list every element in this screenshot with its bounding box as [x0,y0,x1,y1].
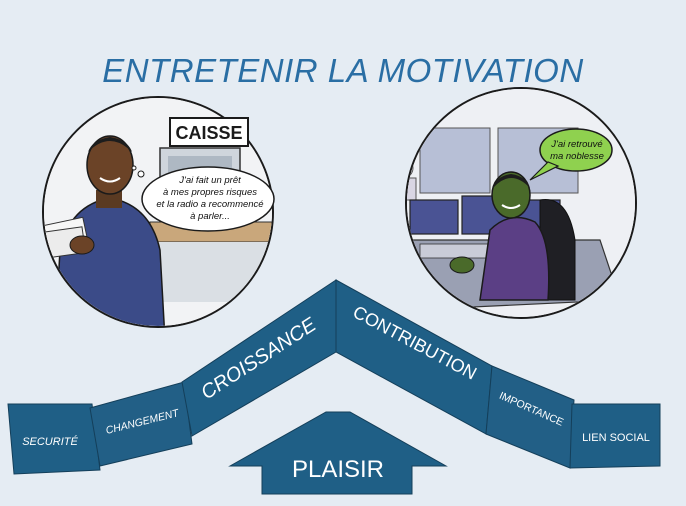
label-securite: SECURITÉ [22,435,78,448]
left-speech-bubble [141,166,275,232]
left-illustration: CAISSE J'ai fait un prêt à mes propres r… [42,96,275,328]
step-lien-social [569,403,661,469]
label-lien-social: LIEN SOCIAL [582,432,650,444]
right-speech-bubble [539,128,613,172]
plaisir-arrow [228,411,448,495]
step-securite [7,403,101,475]
step-changement [89,381,193,467]
left-speech-line-3: et la radio a recommencé [156,199,263,210]
caisse-sign-label: CAISSE [175,123,242,143]
right-illustration: J'ai retrouvé ma noblesse [405,87,637,319]
label-plaisir: PLAISIR [292,456,384,483]
left-speech-line-4: à parler... [190,211,230,222]
motivation-arch: SECURITÉ CHANGEMENT CROISSANCE CONTRIBUT… [7,279,661,495]
left-speech-line-2: à mes propres risques [163,187,257,198]
page-title: ENTRETENIR LA MOTIVATION [102,52,584,89]
left-speech-line-1: J'ai fait un prêt [178,175,241,186]
right-speech-line-2: ma noblesse [550,151,604,162]
caisse-sign [169,117,249,147]
right-speech-line-1: J'ai retrouvé [550,139,602,150]
